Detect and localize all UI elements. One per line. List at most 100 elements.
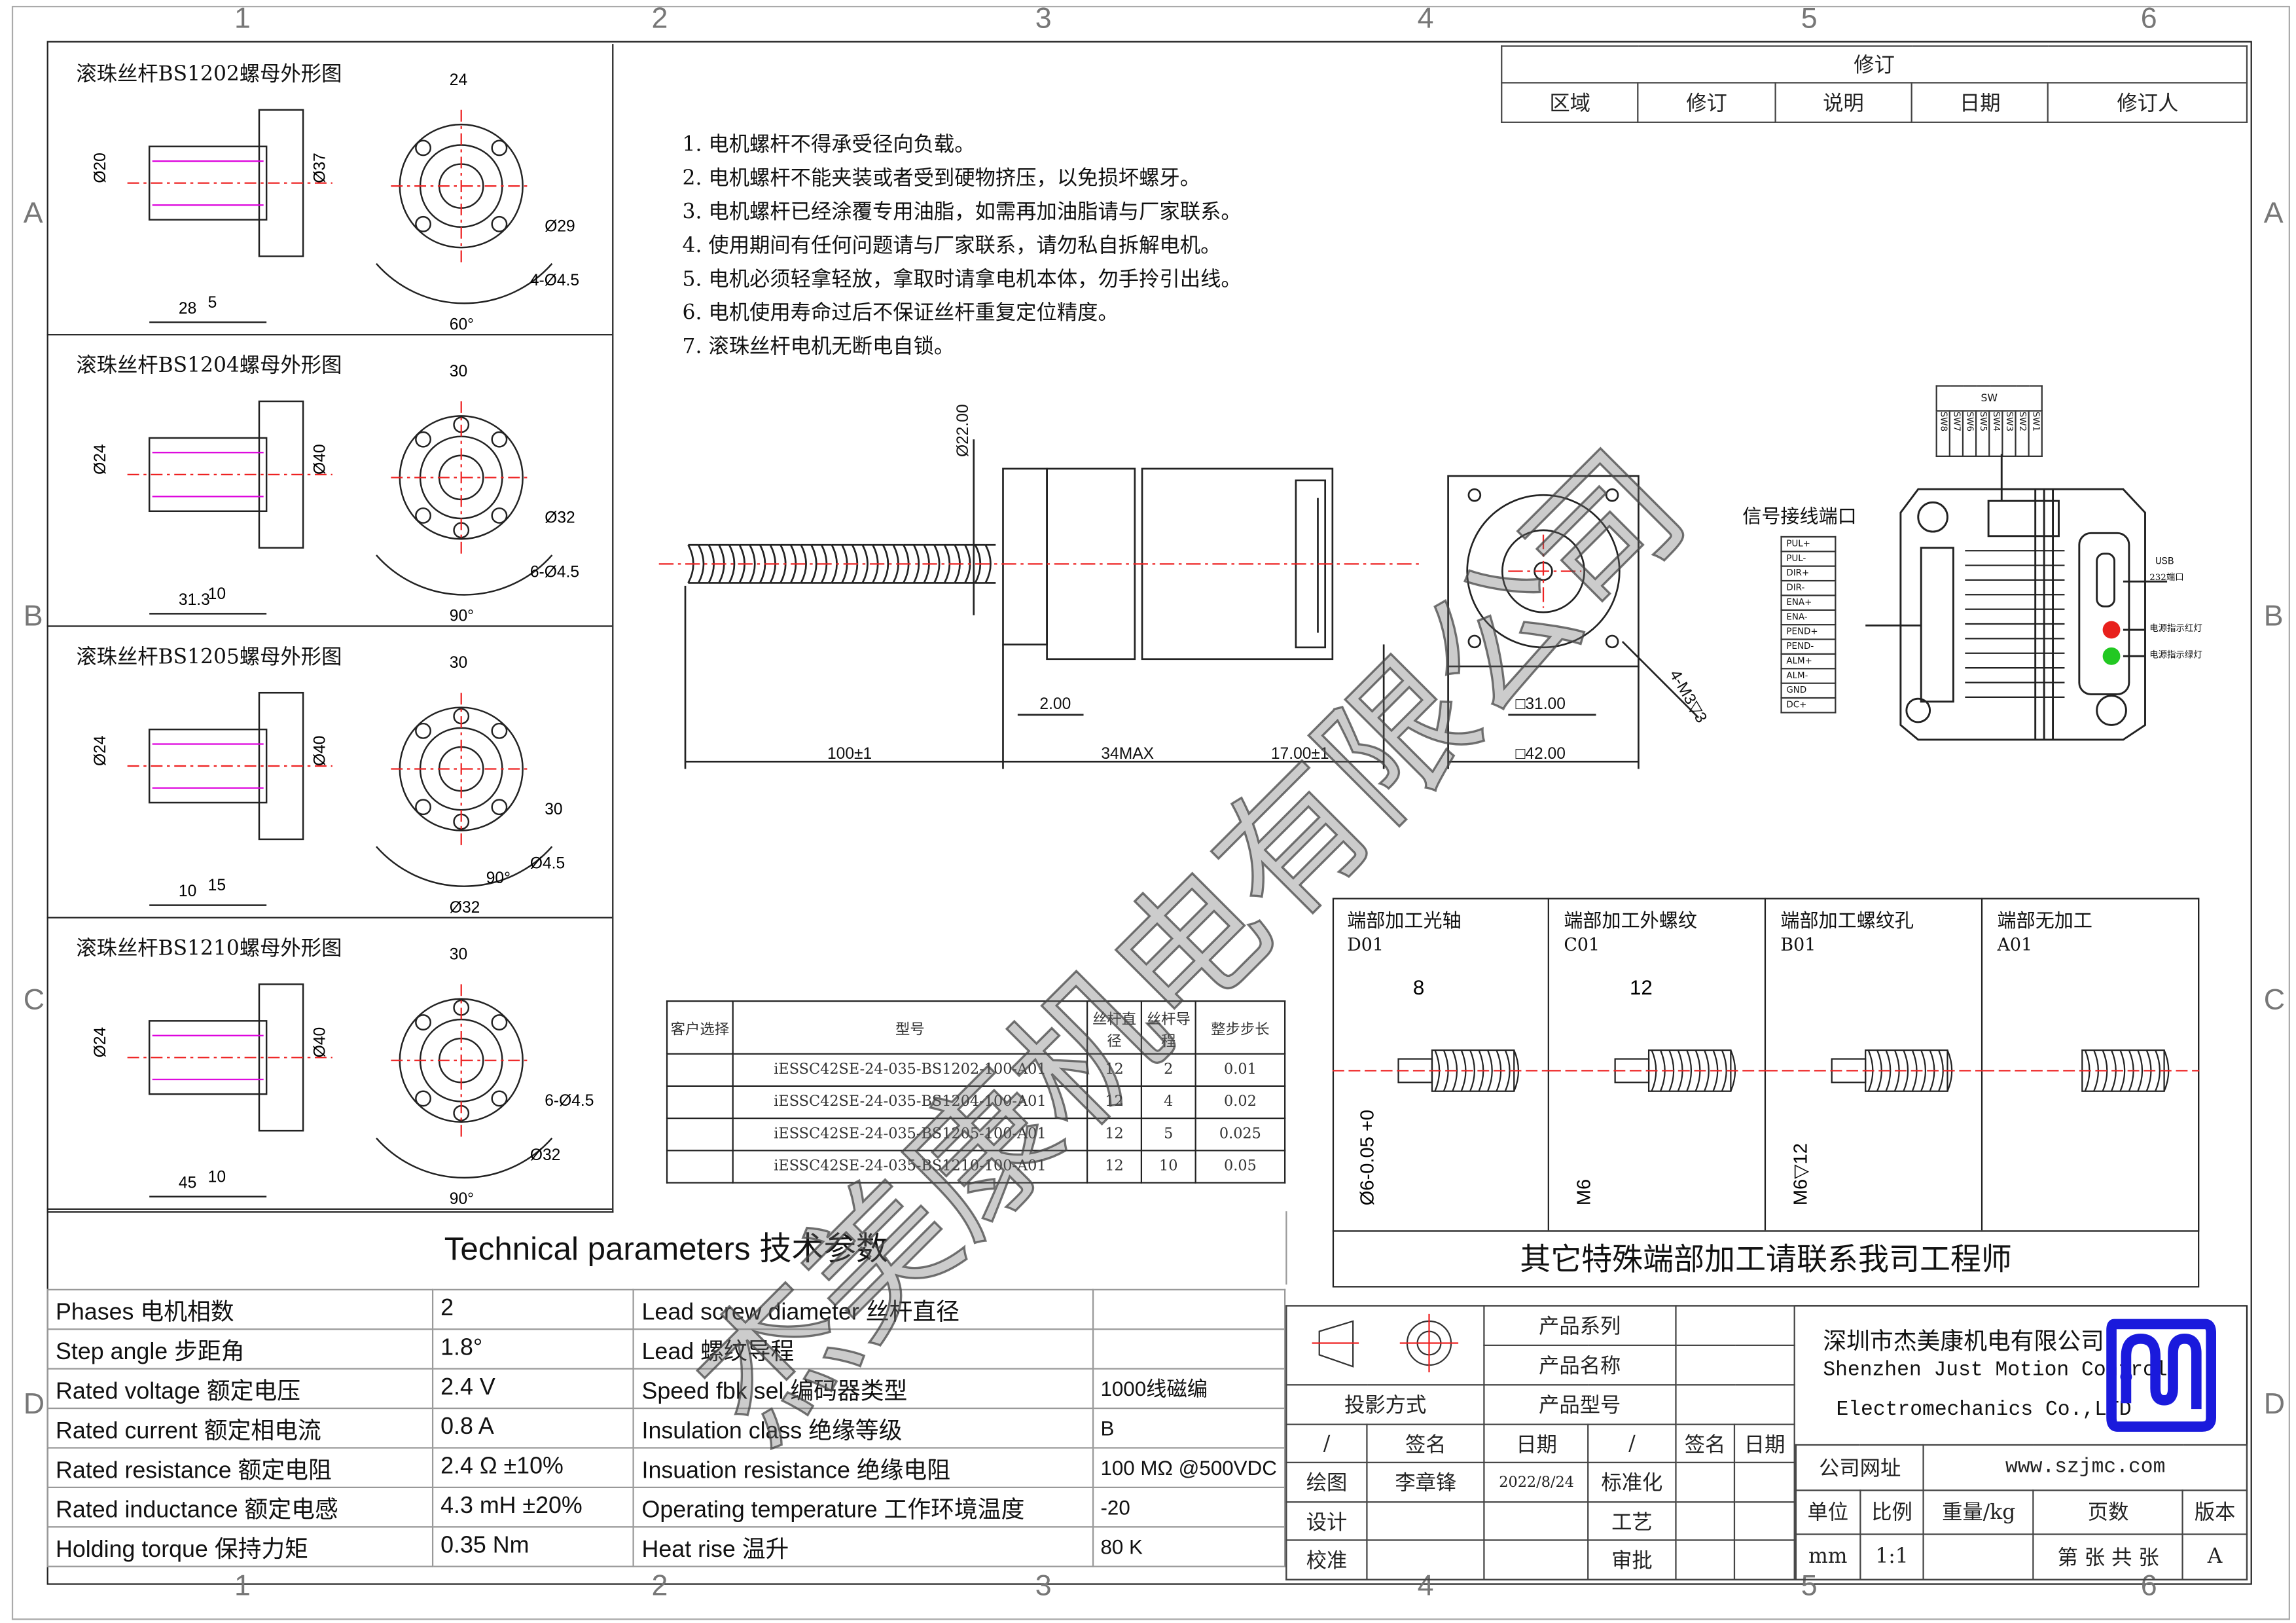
nut-dimension: 10: [208, 1168, 226, 1186]
note-item: 6. 电机使用寿命过后不保证丝杆重复定位精度。: [682, 301, 1119, 325]
label-standard: 标准化: [1588, 1462, 1676, 1503]
nut-dimension: 90°: [486, 869, 511, 887]
signal-port-title: 信号接线端口: [1742, 507, 1857, 529]
nut-dimension: 28: [179, 300, 196, 318]
outer-frame: [11, 5, 2290, 1620]
tech-param-value: 2.4 V: [431, 1368, 635, 1410]
label-sign-2: 签名: [1674, 1423, 1736, 1464]
signal-pin: DC+: [1780, 697, 1837, 714]
dim-m3-holes: 4-M3▽3: [1666, 667, 1710, 726]
dip-switch: SW2: [2015, 410, 2030, 458]
revision-header: 修订人: [2047, 82, 2248, 123]
grid-row-label: A: [23, 198, 43, 230]
nut-dimension: Ø32: [530, 1146, 561, 1164]
model-cell: iESSC42SE-24-035-BS1210-100-A01: [732, 1150, 1088, 1184]
nut-dimension: 15: [208, 877, 226, 894]
nut-dimension: Ø24: [92, 736, 109, 767]
dim-square-42: □42.00: [1516, 745, 1566, 763]
label-scale: 比例: [1859, 1489, 1925, 1536]
tech-param-value: [1092, 1288, 1286, 1330]
nut-dimension: 90°: [450, 608, 474, 625]
green-led-label: 电源指示绿灯: [2149, 650, 2202, 661]
nut-dimension: 10: [208, 585, 226, 603]
dip-switch: SW3: [2001, 410, 2017, 458]
model-header: 整步步长: [1194, 1000, 1286, 1055]
grid-col-label: 2: [651, 1570, 668, 1603]
note-item: 5. 电机必须轻拿轻放，拿取时请拿电机本体，勿手拎引出线。: [682, 268, 1242, 292]
drawer-name: 李章锋: [1366, 1462, 1486, 1503]
note-item: 2. 电机螺杆不能夹装或者受到硬物挤压，以免损坏螺牙。: [682, 167, 1201, 191]
end-processing-note: 其它特殊端部加工请联系我司工程师: [1332, 1230, 2200, 1288]
grid-col-label: 1: [234, 1570, 251, 1603]
customer-select-cell[interactable]: [666, 1085, 734, 1120]
model-cell: 0.025: [1194, 1117, 1286, 1152]
tech-param-label: Speed fbk sel 编码器类型: [633, 1368, 1094, 1410]
model-header: 型号: [732, 1000, 1088, 1055]
model-table: 客户选择型号丝杆直径丝杆导程整步步长 iESSC42SE-24-035-BS12…: [666, 1000, 1286, 1184]
inner-frame: [46, 41, 2252, 1585]
nut-dimension: 6-Ø4.5: [545, 1092, 594, 1110]
end-type-code: D01: [1347, 934, 1384, 955]
customer-select-cell[interactable]: [666, 1150, 734, 1184]
nut-dimension: 60°: [450, 316, 474, 333]
scale-value: 1:1: [1859, 1534, 1925, 1580]
nut-dimension: Ø20: [92, 153, 109, 183]
signal-pin: ENA-: [1780, 609, 1837, 626]
grid-row-label: B: [23, 600, 43, 633]
tech-param-label: Rated resistance 额定电阻: [46, 1447, 433, 1488]
nut-dimension: 31.3: [179, 591, 210, 609]
end-type-title: 端部加工螺纹孔: [1780, 911, 1914, 934]
grid-row-label: C: [23, 984, 45, 1017]
end-type-code: B01: [1780, 934, 1816, 955]
signal-pin: DIR+: [1780, 565, 1837, 582]
grid-col-label: 6: [2140, 3, 2157, 35]
label-check: 校准: [1285, 1540, 1368, 1580]
nut-dimension: Ø24: [92, 444, 109, 475]
tech-param-label: Insuation resistance 绝缘电阻: [633, 1447, 1094, 1488]
end-type-title: 端部无加工: [1997, 911, 2092, 934]
green-led-icon: [2102, 647, 2121, 665]
dip-switch: SW6: [1962, 410, 1977, 458]
signal-pin-table: PUL+PUL-DIR+DIR-ENA+ENA-PEND+PEND-ALM+AL…: [1780, 536, 1837, 714]
label-sign: 签名: [1366, 1423, 1486, 1464]
customer-select-cell[interactable]: [666, 1053, 734, 1087]
tech-param-value: 2.4 Ω ±10%: [431, 1447, 635, 1488]
customer-select-cell[interactable]: [666, 1117, 734, 1152]
signal-pin: GND: [1780, 682, 1837, 699]
company-name-en-2: Electromechanics Co.,LTD: [1836, 1398, 2132, 1423]
end-dimension: 8: [1413, 976, 1424, 999]
tech-param-label: Rated current 额定相电流: [46, 1407, 433, 1449]
tech-param-label: Heat rise 温升: [633, 1526, 1094, 1567]
dip-switch: SW1: [2028, 410, 2043, 458]
nut-dimension: Ø24: [92, 1027, 109, 1058]
nut-title: 滚珠丝杆BS1205螺母外形图: [76, 646, 342, 670]
grid-col-label: 3: [1035, 1570, 1052, 1603]
grid-row-label: B: [2263, 600, 2284, 633]
end-type-title: 端部加工外螺纹: [1564, 911, 1697, 934]
end-dimension: M6▽12: [1791, 1143, 1812, 1205]
model-cell: 12: [1086, 1150, 1143, 1184]
revision-header: 说明: [1774, 82, 1912, 123]
motor-drawing: Ø22.00 2.00 100±1 34MAX 17.00±1 □31.00 □…: [658, 404, 1710, 769]
dim-17: 17.00±1: [1271, 745, 1329, 763]
signal-pin: PEND+: [1780, 624, 1837, 640]
website[interactable]: www.szjmc.com: [1923, 1444, 2248, 1491]
tech-param-value: -20: [1092, 1486, 1286, 1528]
model-cell: 0.05: [1194, 1150, 1286, 1184]
label-product-model: 产品型号: [1483, 1384, 1676, 1425]
model-cell: 0.01: [1194, 1053, 1286, 1087]
model-cell: 10: [1140, 1150, 1196, 1184]
nut-panels: [46, 44, 614, 1213]
tech-param-label: Step angle 步距角: [46, 1328, 433, 1370]
draw-date: 2022/8/24: [1483, 1462, 1590, 1503]
label-pages: 页数: [2032, 1489, 2184, 1536]
tech-param-value: 2: [431, 1288, 635, 1330]
tech-param-value: [1092, 1328, 1286, 1370]
model-header: 丝杆导程: [1140, 1000, 1196, 1055]
